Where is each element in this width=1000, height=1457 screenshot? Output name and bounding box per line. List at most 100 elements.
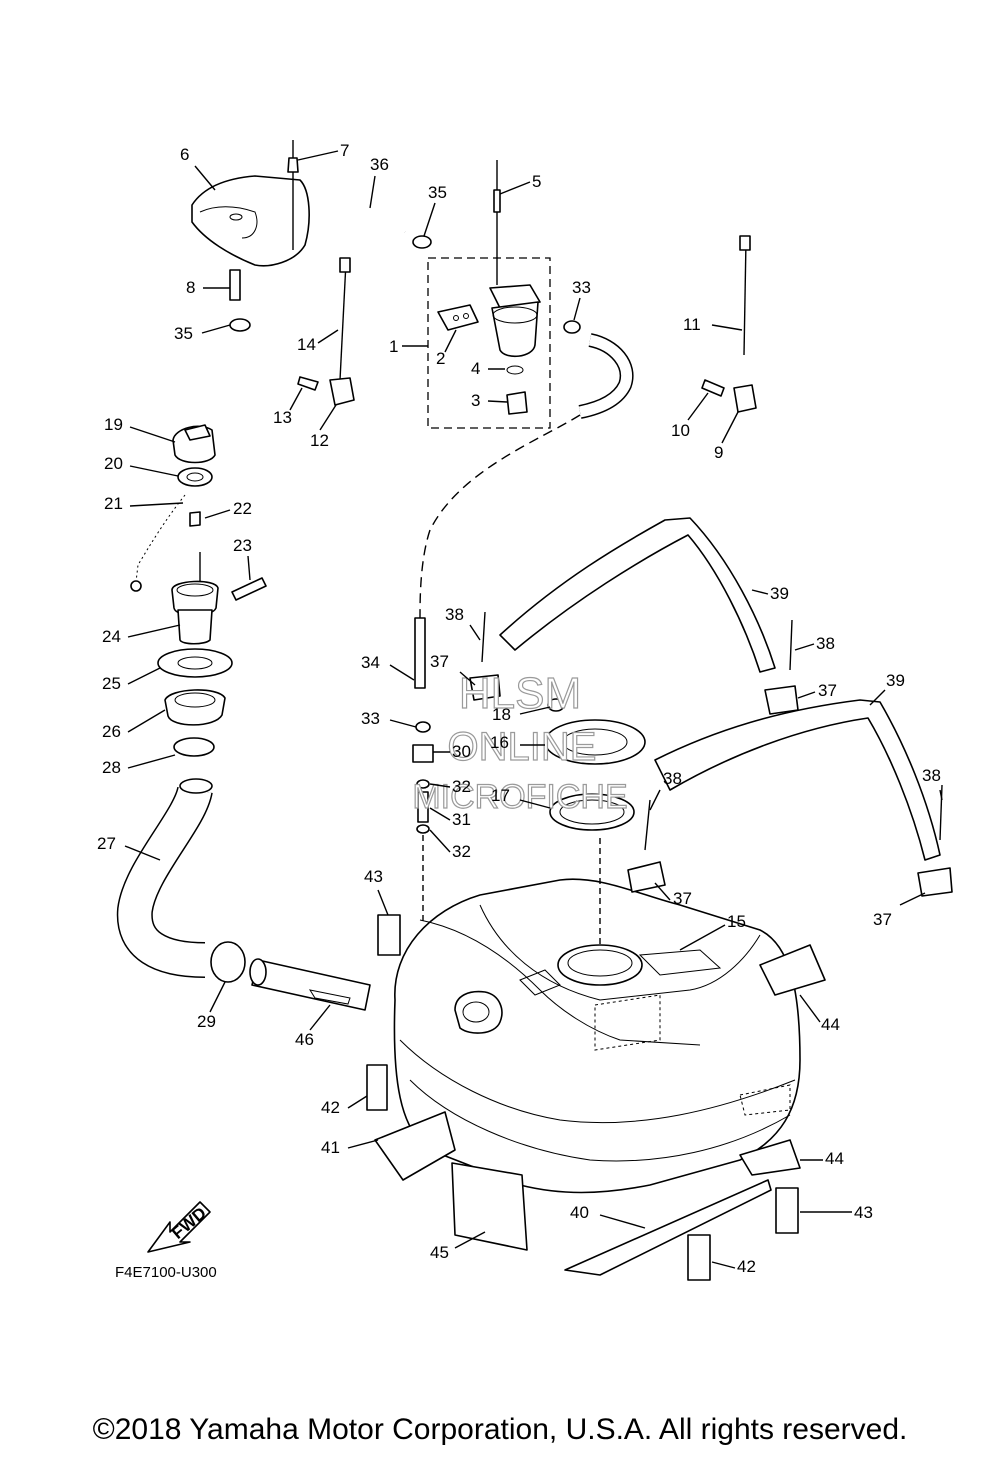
callout-number: 35 [428, 183, 447, 202]
fuel-tank [393, 878, 801, 1194]
leader-line [444, 329, 457, 353]
leader-line [711, 1261, 736, 1269]
callout-number: 45 [430, 1243, 449, 1262]
callout-number: 21 [104, 494, 123, 513]
watermark: HLSM ONLINE MICROFICHE [412, 668, 629, 816]
callout-number: 30 [452, 742, 471, 761]
callout-number: 29 [197, 1012, 216, 1031]
leader-line [127, 754, 176, 769]
callout-number: 14 [297, 335, 316, 354]
leader-line [204, 509, 231, 519]
callout-number: 38 [922, 766, 941, 785]
callout-number: 6 [180, 145, 189, 164]
leader-line [389, 719, 417, 728]
callout-number: 42 [321, 1098, 340, 1117]
callout-number: 27 [97, 834, 116, 853]
callout-number: 13 [273, 408, 292, 427]
callout-number: 42 [737, 1257, 756, 1276]
callout-number: 28 [102, 758, 121, 777]
leader-line [297, 150, 339, 161]
callout-number: 38 [816, 634, 835, 653]
leader-line [687, 392, 709, 421]
copyright-notice: ©2018 Yamaha Motor Corporation, U.S.A. A… [92, 1413, 908, 1446]
callout-number: 40 [570, 1203, 589, 1222]
watermark-line-2: ONLINE [448, 725, 597, 769]
leader-line [469, 624, 481, 641]
callout-number: 16 [490, 733, 509, 752]
callout-number: 37 [818, 681, 837, 700]
leader-line [317, 329, 339, 344]
callout-number: 35 [174, 324, 193, 343]
fuel-filter-assembly [427, 160, 551, 429]
leader-line [573, 297, 581, 321]
leader-line [389, 664, 415, 681]
leader-line [423, 202, 436, 237]
callout-number: 46 [295, 1030, 314, 1049]
leader-line [751, 589, 769, 595]
leader-line [939, 789, 943, 801]
callout-number: 18 [492, 705, 511, 724]
valve-and-pipe [412, 744, 434, 925]
callout-number: 8 [186, 278, 195, 297]
callout-number: 22 [233, 499, 252, 518]
leader-line [129, 465, 179, 477]
leader-line [794, 643, 815, 651]
damper-pads [366, 914, 826, 1281]
leader-line [721, 411, 739, 444]
callout-number: 11 [683, 315, 701, 334]
cable-ties [297, 235, 757, 413]
callout-number: 32 [452, 842, 471, 861]
pump-plate [544, 698, 646, 945]
leader-line [319, 404, 337, 431]
callout-number: 10 [671, 421, 690, 440]
leader-line [654, 882, 671, 901]
leader-line [487, 400, 508, 403]
callout-number: 37 [873, 910, 892, 929]
leader-line [377, 889, 389, 916]
callout-number: 36 [370, 155, 389, 174]
leader-line [459, 671, 476, 686]
leader-line [347, 1139, 379, 1149]
callout-number: 15 [727, 912, 746, 931]
leader-line [127, 709, 166, 733]
callout-number: 25 [102, 674, 121, 693]
leader-line [124, 845, 161, 861]
filler-cap-group [130, 424, 267, 726]
callout-number: 37 [673, 889, 692, 908]
leader-line [649, 789, 661, 811]
drawing-code: F4E7100-U300 [115, 1264, 217, 1281]
vent-hose [227, 207, 407, 403]
callout-number: 3 [471, 391, 480, 410]
leader-line [799, 994, 821, 1023]
leader-line [499, 181, 531, 195]
callout-number: 37 [430, 652, 449, 671]
callout-number: 39 [770, 584, 789, 603]
callout-number: 38 [445, 605, 464, 624]
leader-line [797, 691, 816, 699]
leader-line [247, 555, 251, 581]
callout-number: 24 [102, 627, 121, 646]
leader-line [899, 892, 926, 906]
leader-line [429, 807, 451, 821]
leader-line [309, 1004, 331, 1031]
callout-number: 4 [471, 359, 480, 378]
leader-line [201, 324, 231, 334]
leader-line [127, 667, 161, 685]
leader-line [194, 165, 216, 191]
leader-line [347, 1095, 368, 1109]
callout-number: 23 [233, 536, 252, 555]
callout-number: 9 [714, 443, 723, 462]
leader-line [711, 324, 743, 331]
callout-number: 2 [436, 349, 445, 368]
leader-line [519, 706, 551, 715]
leader-line [519, 799, 551, 809]
callout-number: 5 [532, 172, 541, 191]
callout-number: 33 [361, 709, 380, 728]
callout-number: 17 [491, 786, 510, 805]
callout-number: 26 [102, 722, 121, 741]
callout-number: 34 [361, 653, 380, 672]
watermark-line-3: MICROFICHE [412, 778, 627, 816]
leader-line [129, 502, 184, 507]
leader-line [429, 829, 451, 853]
leader-line [209, 981, 226, 1013]
